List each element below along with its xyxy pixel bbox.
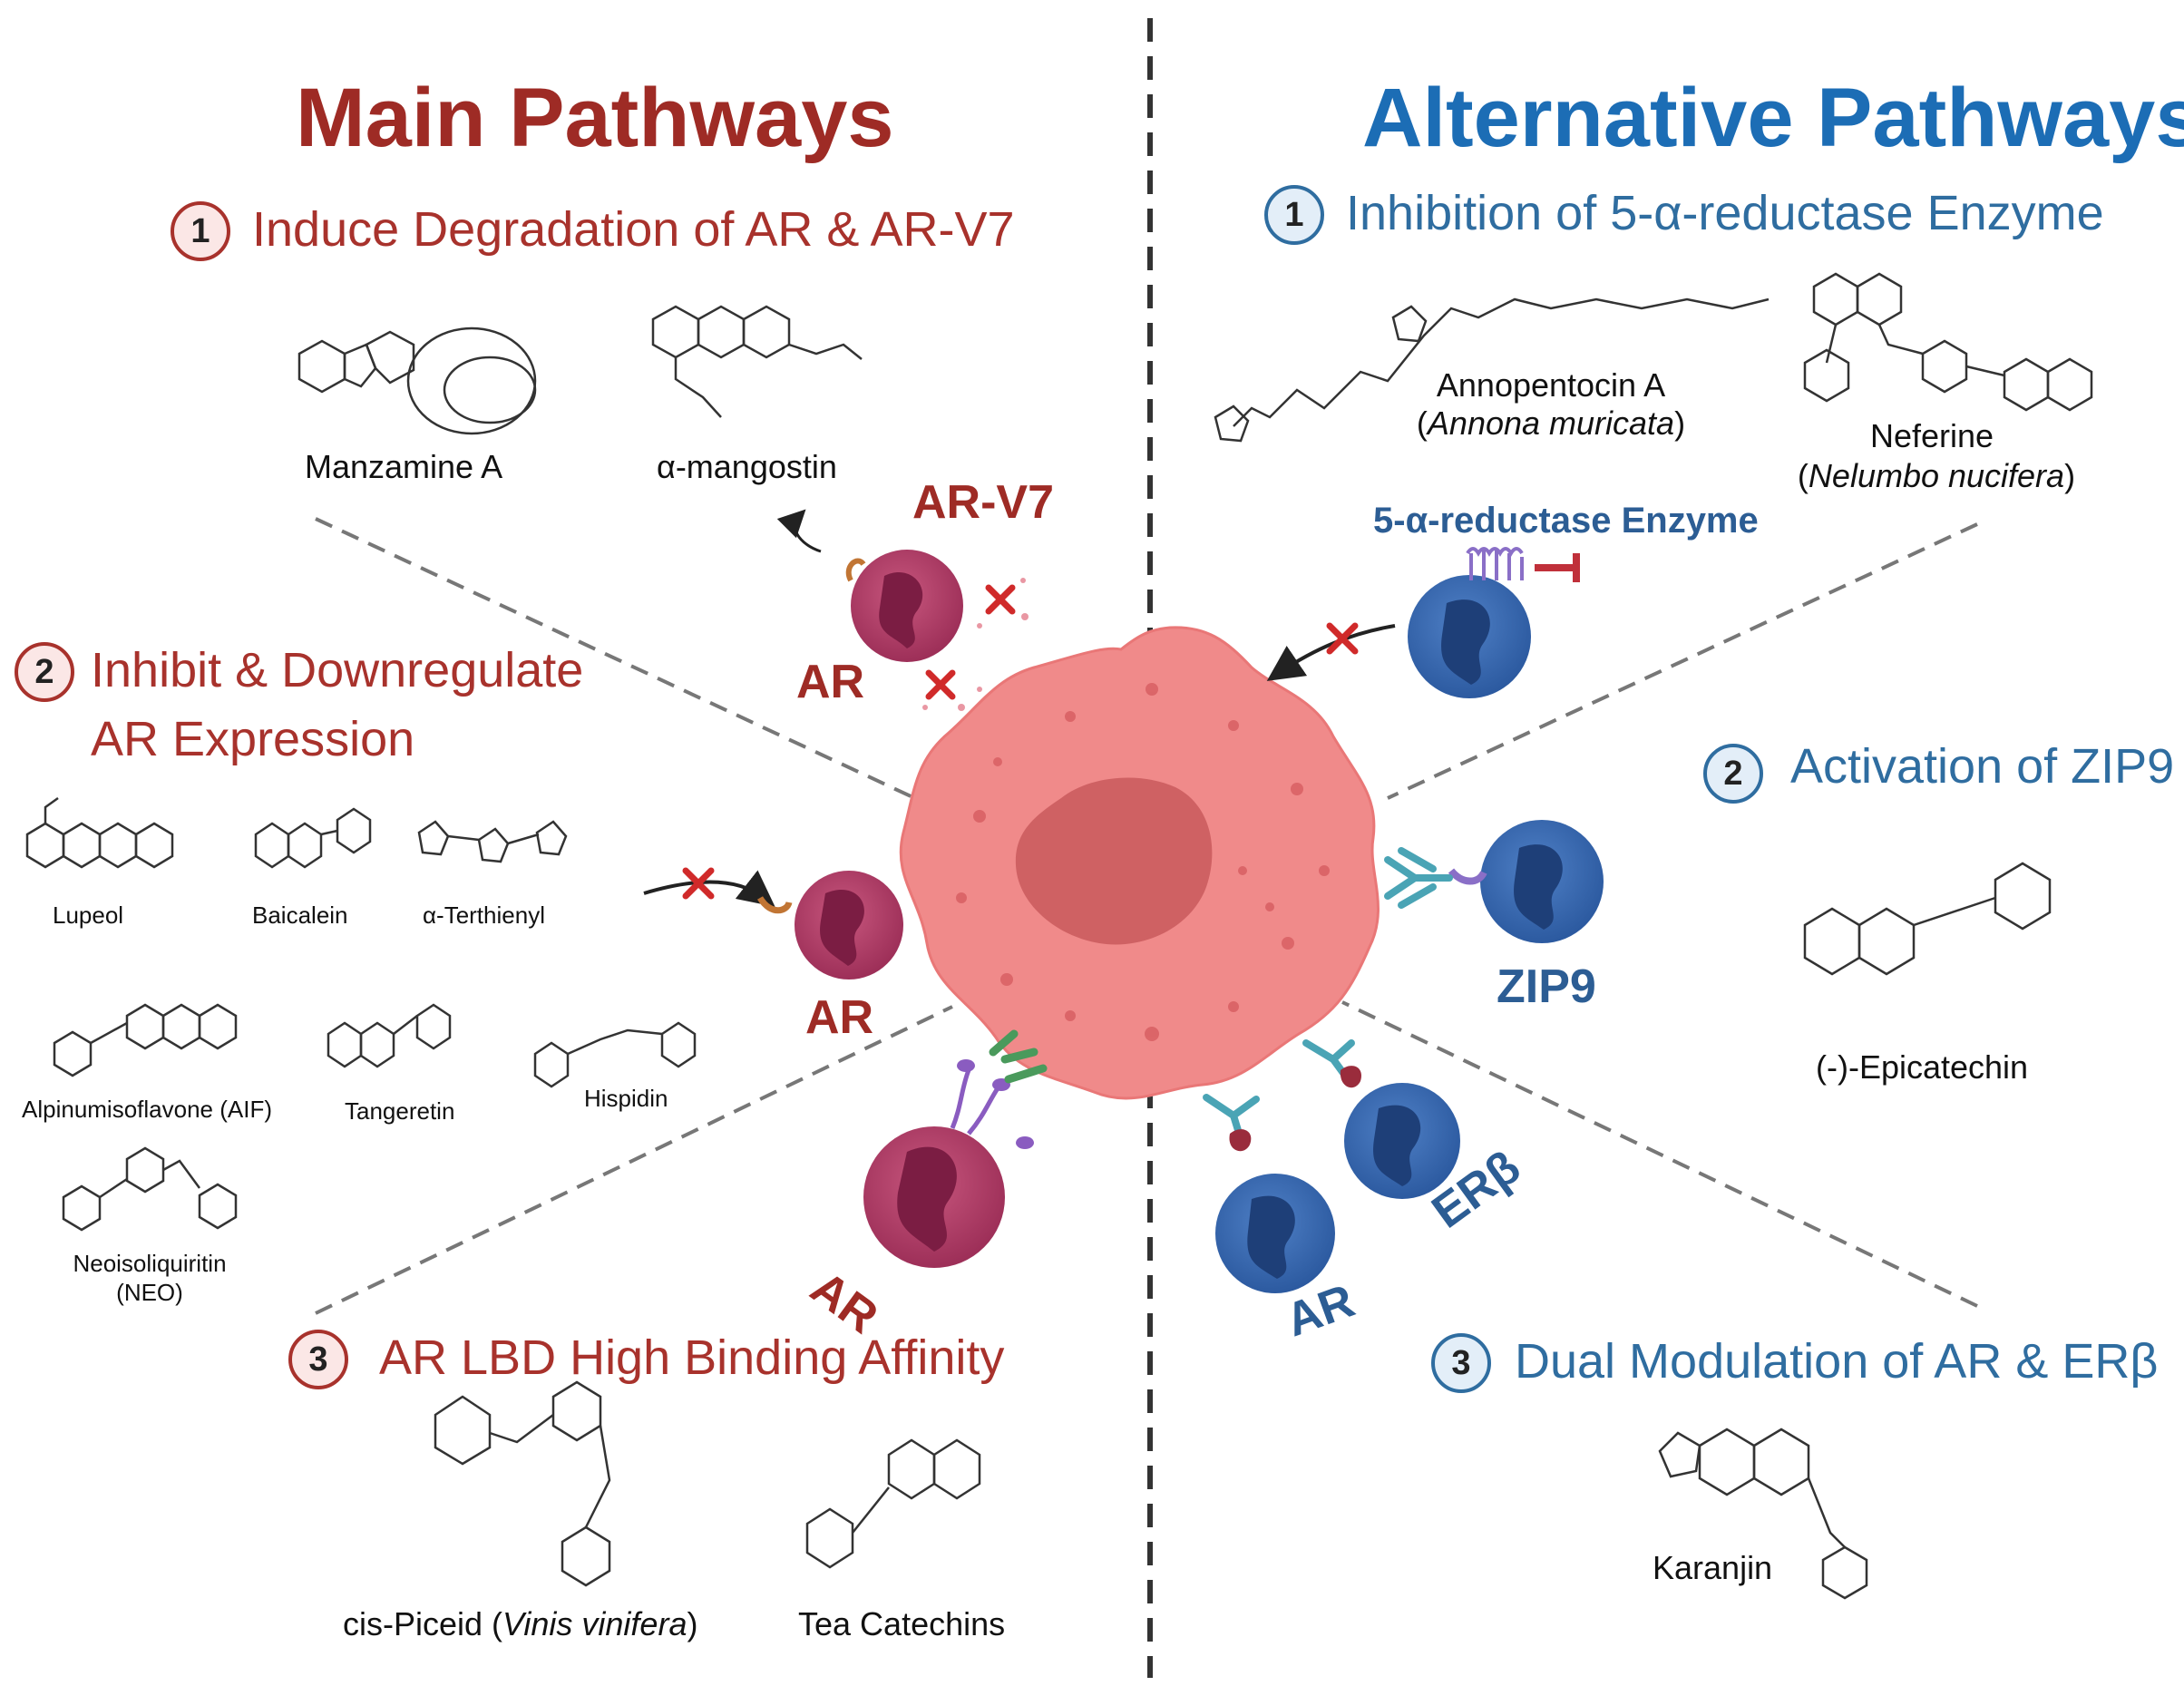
label-annopentocin-a: Annopentocin A <box>1436 366 1666 404</box>
zip9-receptor <box>1384 820 1604 943</box>
label-ar-top: AR <box>796 656 865 708</box>
main-section-3-badge: 3 <box>288 1330 348 1389</box>
alt-section-1-title: Inhibition of 5-α-reductase Enzyme <box>1346 186 2104 240</box>
label-epicatechin: (-)-Epicatechin <box>1816 1048 2029 1086</box>
main-section-2-title-line1: Inhibit & Downregulate <box>91 643 584 697</box>
label-karanjin: Karanjin <box>1653 1549 1773 1586</box>
main-section-2-badge: 2 <box>15 642 74 702</box>
label-hispidin: Hispidin <box>584 1085 668 1112</box>
alt-section-2-badge: 2 <box>1703 744 1763 804</box>
alt-section-3-title: Dual Modulation of AR & ERβ <box>1515 1334 2159 1389</box>
main-section-1-badge: 1 <box>171 201 230 261</box>
main-section-2-title-line2: AR Expression <box>91 712 415 766</box>
label-alpha-mangostin: α-mangostin <box>657 448 837 485</box>
label-alpha-terthienyl: α-Terthienyl <box>423 901 545 929</box>
label-lupeol: Lupeol <box>53 901 124 929</box>
label-alpinumisoflavone: Alpinumisoflavone (AIF) <box>22 1096 272 1123</box>
5-alpha-reductase-enzyme <box>1266 547 1580 698</box>
label-zip9: ZIP9 <box>1497 960 1596 1013</box>
alternative-pathways-heading: Alternative Pathways <box>1362 72 2184 164</box>
main-section-1-title: Induce Degradation of AR & AR-V7 <box>252 202 1015 257</box>
main-section-3-title: AR LBD High Binding Affinity <box>379 1330 1005 1385</box>
molecule-sketches <box>25 272 2093 1600</box>
ar-v7-receptor <box>776 509 1029 711</box>
main-pathways-heading: Main Pathways <box>296 72 894 164</box>
label-neoisoliquiritin: Neoisoliquiritin <box>73 1250 227 1277</box>
label-nelumbo-nucifera: (Nelumbo nucifera) <box>1797 457 2076 494</box>
label-ar-middle: AR <box>805 991 874 1044</box>
section-separators <box>315 517 1978 1315</box>
erb-receptor <box>1302 1039 1460 1199</box>
label-annona-muricata: (Annona muricata) <box>1416 404 1686 442</box>
ar-receptor-middle <box>643 867 903 979</box>
label-manzamine-a: Manzamine A <box>305 448 503 485</box>
alt-section-3-badge: 3 <box>1431 1333 1491 1393</box>
cancer-cell <box>899 626 1380 1100</box>
alt-section-2-title: Activation of ZIP9 <box>1790 739 2175 794</box>
label-tea-catechins: Tea Catechins <box>798 1605 1006 1642</box>
label-cis-piceid: cis-Piceid (Vinis vinifera) <box>343 1605 698 1642</box>
label-neferine: Neferine <box>1869 417 1994 454</box>
ar-receptor-bottom <box>863 1029 1048 1268</box>
label-baicalein: Baicalein <box>252 901 348 929</box>
label-tangeretin: Tangeretin <box>345 1097 455 1125</box>
label-neo-abbrev: (NEO) <box>116 1279 183 1306</box>
ar-receptor-blue <box>1203 1094 1335 1293</box>
label-5-alpha-reductase: 5-α-reductase Enzyme <box>1373 501 1759 541</box>
label-ar-v7: AR-V7 <box>912 476 1055 529</box>
alt-section-1-badge: 1 <box>1264 185 1324 245</box>
